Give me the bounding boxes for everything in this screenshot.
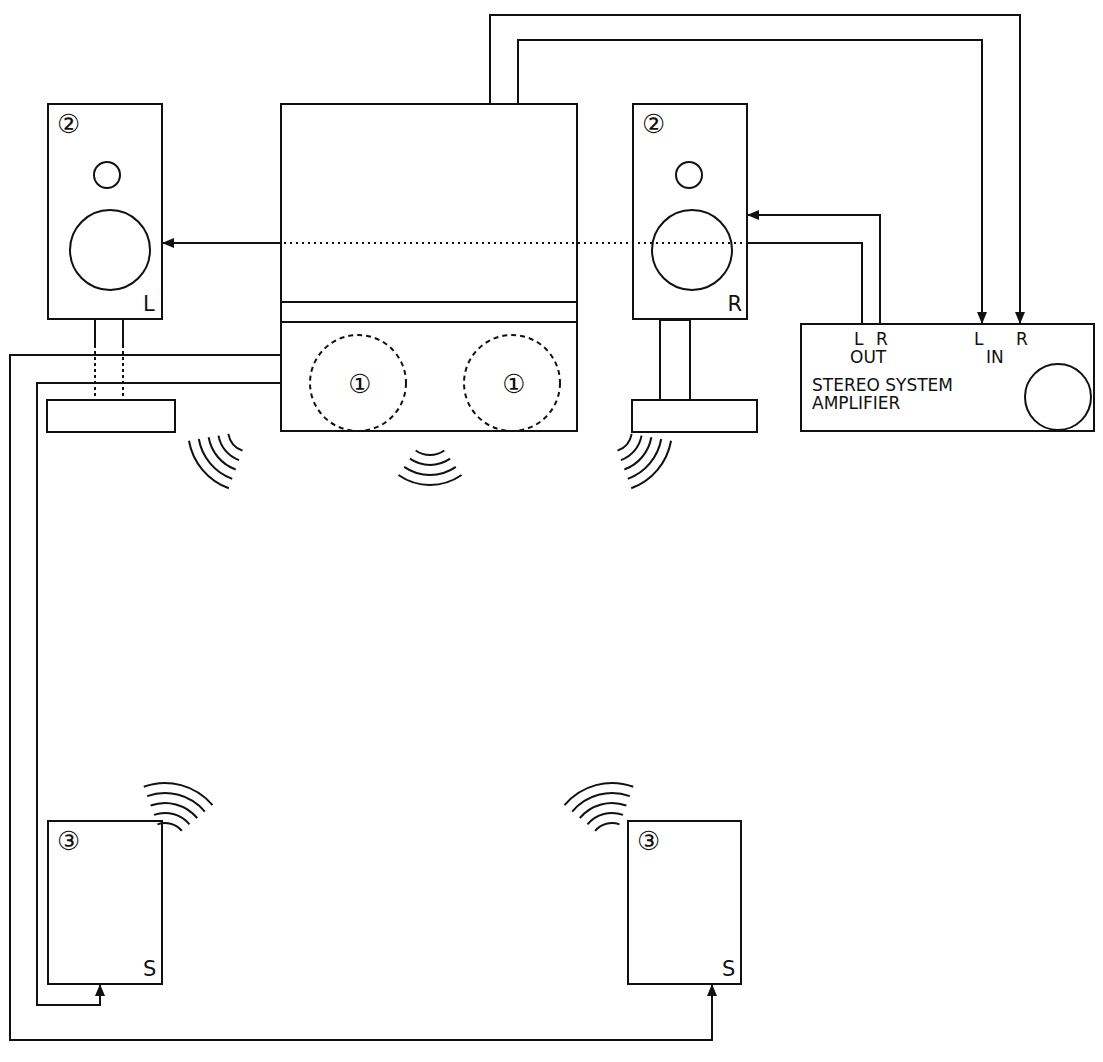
signal-cable [163,243,862,323]
stand-post [94,345,96,400]
tv-band [280,301,578,303]
wave-arc [410,459,450,465]
wave-arc [228,434,242,451]
stand-post [122,345,124,400]
cable-segment [37,383,280,1005]
tv-speaker [310,335,406,431]
stand-post [94,320,96,345]
stand-base [632,400,757,432]
callout-number: ③ [57,828,80,855]
tweeter [676,162,702,188]
wave-arc [404,467,456,475]
wave-arc [565,783,634,805]
label-text: L [143,293,155,315]
signal-cable [37,383,280,1005]
tv-band [280,321,578,323]
signal-cable [10,355,712,1040]
wave-arc [189,441,229,488]
wave-arc [199,439,232,479]
cable-segment [748,243,862,323]
wave-arc [147,793,205,812]
wave-arc [618,434,632,451]
label-text: STEREO SYSTEM AMPLIFIER [812,377,1002,413]
cable-segment [518,40,982,323]
surround-speaker: ③S [627,820,742,985]
label-text: S [143,958,156,980]
amplifier-knob [1025,364,1091,430]
signal-cable [518,40,982,323]
wave-arc [580,803,627,818]
label-text: S [722,958,735,980]
label-text: R [727,293,742,315]
signal-cable [748,215,880,323]
label-text: L [974,331,983,349]
wave-arc [628,439,661,479]
wave-arc [416,450,445,455]
label-text: IN [986,349,1004,367]
label-text: R [1016,331,1028,349]
callout-number: ③ [637,828,660,855]
callout-number: ② [642,111,665,138]
cable-segment [163,242,280,244]
woofer [70,210,150,290]
wave-arc [398,475,461,485]
amplifier-box: LROUTLRINSTEREO SYSTEM AMPLIFIER [800,323,1095,432]
stand-base [47,400,175,432]
wave-arc [572,793,630,812]
wave-arc [624,437,651,469]
label-text: L [854,331,863,349]
wave-arc [587,813,622,824]
cable-segment [748,215,880,323]
wave-arc [209,437,236,469]
wave-arc [631,441,671,488]
wave-arc [151,803,198,818]
speaker-box: ②R [632,103,748,320]
wave-arc [218,436,239,461]
television: ①① [280,103,578,432]
label-text: OUT [850,349,886,367]
surround-speaker: ③S [47,820,163,985]
callout-number: ① [502,371,525,398]
wave-arc [621,436,642,461]
wave-arc [595,823,619,831]
callout-number: ② [57,111,80,138]
label-text: R [876,331,888,349]
sound-waves [144,434,671,831]
stand-post [122,320,124,345]
callout-number: ① [348,371,371,398]
signal-cable [490,15,1020,323]
speaker-box: ②L [47,103,163,320]
tweeter [94,162,120,188]
cable-segment [280,242,748,244]
wave-arc [154,813,189,824]
woofer [652,210,732,290]
stand-post [660,320,690,400]
cable-segment [490,15,1020,323]
tv-speaker [464,335,560,431]
wave-arc [144,783,213,805]
cable-segment [10,355,712,1040]
